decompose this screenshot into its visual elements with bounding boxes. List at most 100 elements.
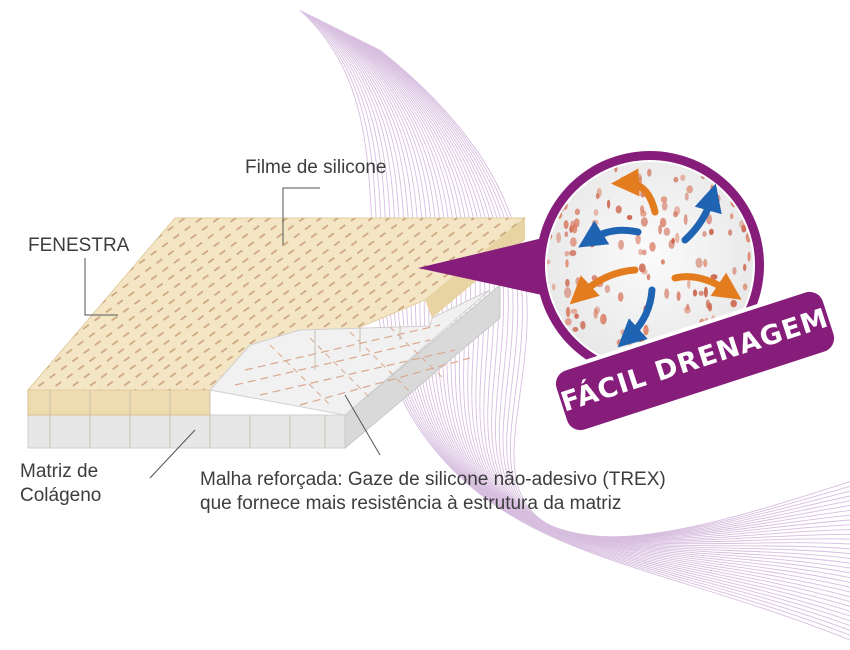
- mesh-speck: [641, 269, 648, 275]
- mesh-speck: [647, 168, 652, 177]
- mesh-speck: [570, 308, 578, 314]
- mesh-speck: [618, 239, 624, 250]
- flow-arrow-icon: [671, 272, 742, 300]
- mesh-speck: [600, 313, 607, 325]
- mesh-speck: [674, 206, 681, 216]
- mesh-speck: [570, 237, 577, 247]
- mesh-speck: [683, 214, 688, 226]
- mesh-speck: [661, 201, 668, 211]
- wave-line: [328, 24, 850, 583]
- wave-line: [309, 14, 850, 622]
- mesh-speck: [634, 173, 642, 182]
- decorative-wave-lines: [299, 9, 850, 641]
- wave-line: [302, 10, 850, 636]
- mesh-speck: [562, 162, 568, 172]
- mesh-speck: [743, 263, 747, 272]
- mesh-speck: [573, 218, 580, 228]
- flow-arrows: [569, 168, 742, 348]
- mesh-speck: [562, 346, 567, 358]
- mesh-speck: [720, 163, 724, 174]
- mesh-speck: [564, 318, 572, 326]
- mesh-speck: [699, 318, 705, 327]
- wave-line: [342, 31, 850, 555]
- flow-arrow-icon: [611, 168, 659, 216]
- mesh-speck: [620, 329, 626, 336]
- mesh-speck: [676, 291, 681, 302]
- mesh-speck: [593, 209, 599, 216]
- mesh-speck: [566, 171, 573, 179]
- mesh-speck: [695, 257, 703, 268]
- mesh-speck: [547, 259, 551, 265]
- mesh-speck: [596, 188, 602, 197]
- mesh-speck: [671, 237, 675, 244]
- flow-arrow-icon: [578, 220, 642, 248]
- mesh-speck: [703, 286, 708, 298]
- wave-line: [335, 27, 850, 569]
- mesh-speck: [615, 205, 622, 214]
- mesh-speck: [574, 313, 579, 319]
- mesh-speck: [551, 283, 556, 291]
- mesh-speck: [567, 162, 572, 171]
- mesh-speck: [698, 290, 704, 296]
- mesh-speck: [638, 248, 643, 256]
- mesh-speck: [709, 228, 714, 236]
- mesh-speck: [614, 180, 621, 187]
- wave-line: [374, 46, 850, 538]
- mesh-speck: [663, 227, 671, 236]
- mesh-speck: [687, 279, 691, 289]
- wave-line: [352, 36, 850, 542]
- wave-line: [333, 26, 850, 574]
- mesh-speck: [572, 162, 579, 170]
- mesh-speck: [660, 196, 668, 203]
- mesh-speck: [703, 259, 708, 268]
- leader-lines: [84, 187, 381, 479]
- wave-line: [376, 48, 850, 538]
- wave-line: [345, 32, 850, 550]
- mesh-speck: [680, 174, 686, 181]
- label-silicone-film: Filme de silicone: [245, 157, 387, 178]
- mesh-speck: [641, 249, 647, 256]
- fenestration-cuts: [49, 325, 401, 448]
- wave-line: [321, 20, 850, 598]
- wave-line: [364, 42, 850, 539]
- mesh-speck: [658, 224, 662, 235]
- wave-line: [347, 33, 850, 545]
- mesh-speck: [675, 232, 680, 244]
- label-reinforced-mesh: Malha reforçada: Gaze de silicone não-ad…: [200, 468, 666, 516]
- mesh-speck: [659, 217, 667, 228]
- mesh-speck: [564, 250, 570, 257]
- mesh-speck: [684, 192, 689, 201]
- mesh-speck: [563, 220, 569, 230]
- label-mesh-line2: que fornece mais resistência à estrutura…: [200, 492, 622, 514]
- wave-line: [340, 30, 850, 559]
- mesh-speck: [742, 283, 748, 291]
- wave-line: [366, 43, 850, 538]
- label-collagen-line2: Colágeno: [20, 484, 102, 506]
- mesh-speck: [649, 242, 656, 252]
- wave-line: [323, 21, 850, 593]
- label-fenestra: FENESTRA: [28, 235, 130, 256]
- mesh-speck: [740, 162, 745, 166]
- mesh-speck: [640, 205, 645, 213]
- mesh-speck: [744, 176, 751, 182]
- mesh-speck: [626, 215, 633, 220]
- flow-arrow-icon: [569, 266, 639, 305]
- reinforced-mesh-cutaway: [209, 289, 491, 416]
- wave-line: [371, 45, 850, 538]
- mesh-speck: [579, 162, 586, 169]
- wave-line: [369, 44, 850, 538]
- mesh-speck: [684, 306, 691, 314]
- mesh-speck: [660, 259, 665, 265]
- mesh-speck: [565, 306, 571, 318]
- flow-arrow-icon: [617, 286, 656, 348]
- mesh-speck: [747, 251, 751, 262]
- wave-line: [299, 9, 850, 641]
- mesh-speck: [575, 277, 581, 286]
- mesh-speck: [564, 287, 572, 299]
- mesh-speck: [692, 289, 698, 297]
- mesh-speck: [565, 278, 570, 287]
- label-mesh-line1: Malha reforçada: Gaze de silicone não-ad…: [200, 469, 666, 490]
- mesh-speck: [592, 219, 599, 226]
- mesh-speck: [563, 172, 567, 180]
- wave-line: [326, 22, 850, 588]
